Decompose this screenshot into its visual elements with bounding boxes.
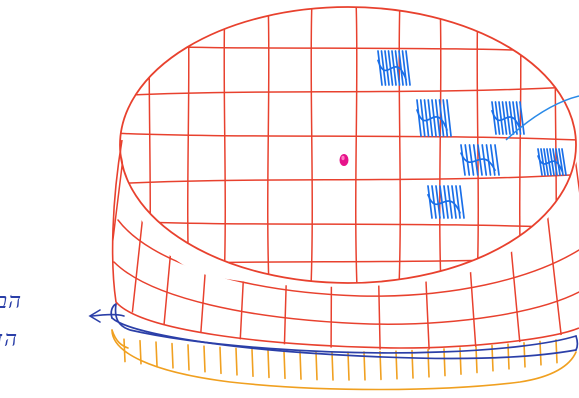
- dot-highlight: [341, 156, 344, 160]
- side-grid-line: [462, 150, 477, 360]
- hatch-stroke: [425, 100, 429, 136]
- top-surface: [110, 0, 579, 300]
- grid-line-vertical: [224, 0, 226, 300]
- hatched-cells: [378, 51, 566, 218]
- grid-line-horizontal: [110, 221, 579, 229]
- dot-icon: [340, 154, 349, 166]
- grid-line-vertical: [440, 0, 442, 300]
- grid-line-horizontal: [110, 174, 579, 184]
- grid-line-horizontal: [110, 256, 579, 266]
- hatched-cell: [428, 186, 464, 218]
- hatched-cell: [461, 145, 499, 175]
- hatch-stroke: [491, 145, 495, 175]
- side-grid-line: [239, 150, 250, 360]
- grid-line-vertical: [149, 0, 151, 300]
- hatched-cell: [378, 51, 410, 85]
- grid-line-vertical: [399, 0, 401, 300]
- grid-line-vertical: [356, 0, 358, 300]
- hatched-cell: [538, 149, 566, 175]
- side-grid-line: [540, 150, 564, 360]
- hatch-stroke: [470, 145, 474, 175]
- grid-line-vertical: [520, 0, 522, 300]
- arrow-left-icon: [90, 310, 124, 322]
- side-grid-line: [127, 150, 150, 360]
- side-grid-line: [98, 150, 124, 360]
- side-grid-line: [420, 150, 430, 360]
- grid-line-vertical: [268, 0, 270, 300]
- annotation-line-2: הדבקה: [0, 327, 18, 352]
- hatched-cell: [417, 100, 451, 136]
- side-grid-line: [376, 150, 380, 360]
- grid-line-horizontal: [110, 86, 579, 96]
- side-grid-line: [284, 150, 290, 360]
- side-outline: [113, 140, 579, 348]
- grid-line-vertical: [311, 0, 313, 300]
- side-grid-line: [331, 150, 332, 360]
- side-grid-line: [502, 150, 521, 360]
- annotation-line-1: הבדל: [0, 289, 22, 314]
